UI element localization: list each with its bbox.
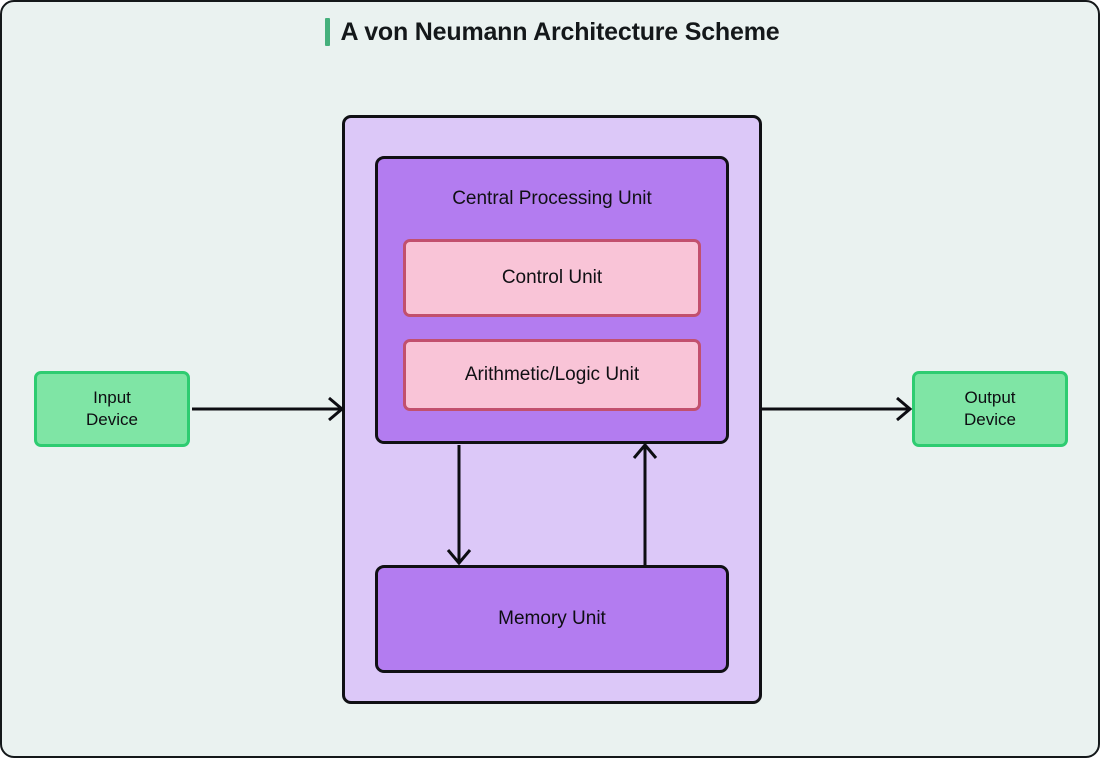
- input-device-label-line1: Input: [93, 387, 131, 407]
- control-unit-label: Control Unit: [501, 267, 603, 288]
- alu-block[interactable]: Arithmetic/Logic Unit: [403, 339, 701, 411]
- input-device-label-line2: Device: [86, 410, 138, 429]
- output-device-block[interactable]: Output Device: [912, 371, 1068, 447]
- memory-unit-block[interactable]: Memory Unit: [375, 565, 729, 673]
- input-device-block[interactable]: Input Device: [34, 371, 190, 447]
- output-device-label-line2: Device: [964, 410, 1016, 429]
- alu-label: Arithmetic/Logic Unit: [464, 364, 640, 385]
- arrow-cpu-to-output: [762, 396, 913, 422]
- page-title-text: A von Neumann Architecture Scheme: [340, 17, 780, 46]
- page-title: A von Neumann Architecture Scheme: [2, 17, 1098, 46]
- memory-unit-label: Memory Unit: [498, 608, 606, 629]
- cpu-label: Central Processing Unit: [452, 188, 652, 209]
- control-unit-block[interactable]: Control Unit: [403, 239, 701, 317]
- title-accent-bar: [324, 18, 330, 46]
- output-device-label-line1: Output: [964, 387, 1016, 407]
- arrow-input-to-cpu: [192, 396, 345, 422]
